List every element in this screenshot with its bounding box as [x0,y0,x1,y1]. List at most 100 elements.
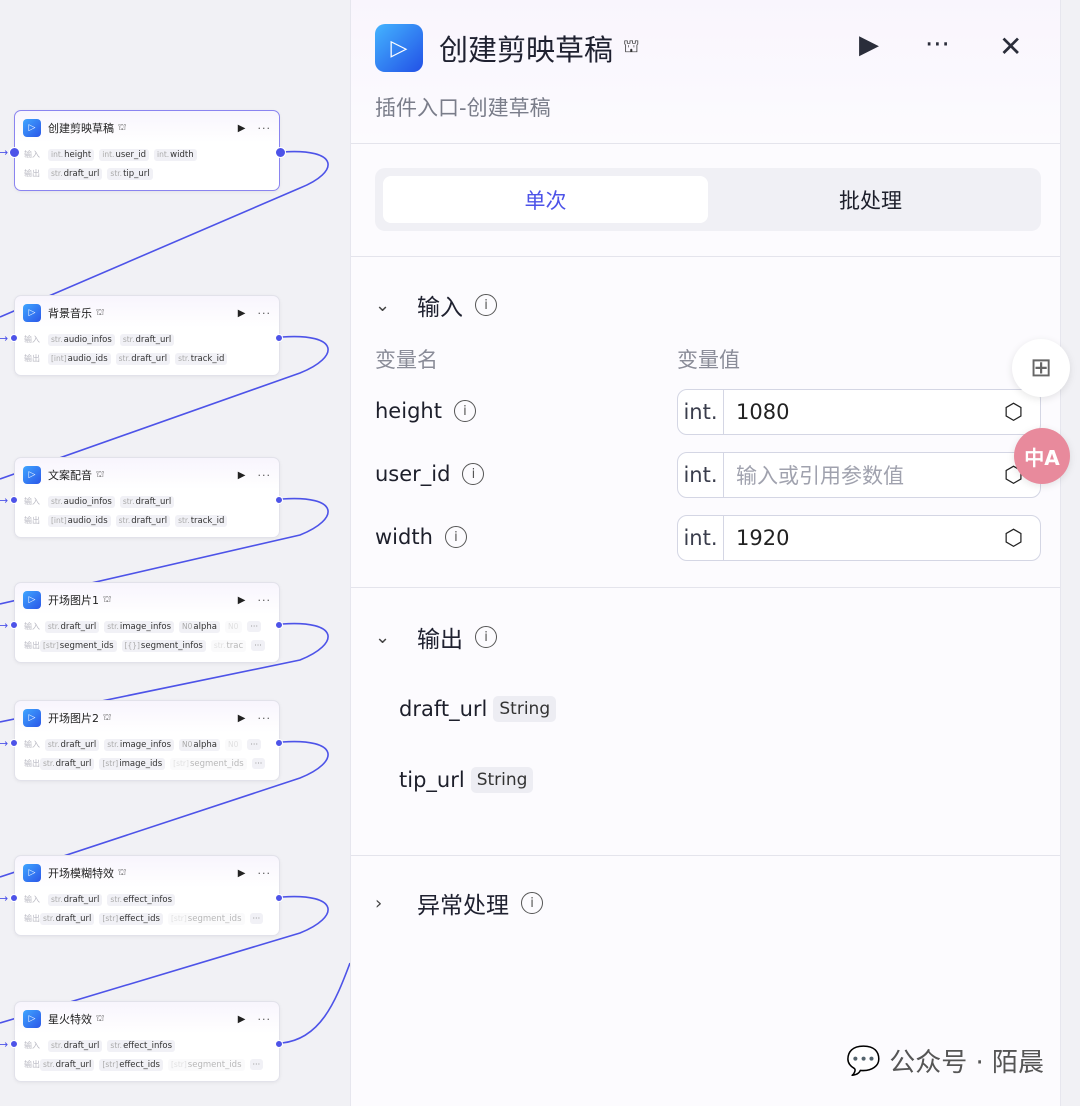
run-node-button[interactable]: ▶ [237,1013,246,1025]
plugin-store-icon: ⛫ [118,122,127,133]
connection-wire [0,622,329,723]
run-node-button[interactable]: ▶ [237,867,246,879]
connection-wire [0,497,329,605]
value-text[interactable]: 1920 [736,526,790,550]
run-node-button[interactable]: ▶ [237,122,246,134]
more-params-button[interactable]: ··· [249,1059,264,1070]
plugin-logo-icon: ▷ [23,1010,41,1028]
output-port[interactable] [275,621,283,629]
more-params-button[interactable]: ··· [251,640,265,651]
type-label: int. [678,453,724,497]
reference-variable-icon[interactable]: ⬡ [1004,525,1024,551]
info-icon[interactable]: i [521,892,543,914]
run-node-button[interactable]: ▶ [237,594,246,606]
input-port[interactable] [10,334,18,342]
type-label: int. [678,390,724,434]
apps-sparkle-icon[interactable]: ⊞ [1012,339,1070,397]
plugin-logo-icon: ▷ [23,591,41,609]
output-type-badge: String [493,696,557,722]
run-button[interactable]: ▶ [859,30,879,60]
param-tag: str.audio_infos [48,333,115,346]
arrow-in-icon: → [0,737,9,750]
param-tag: str.tip_url [107,167,153,180]
info-icon[interactable]: i [475,626,497,648]
connection-wire [0,335,329,480]
reference-variable-icon[interactable]: ⬡ [1004,399,1024,425]
more-params-button[interactable]: ··· [251,758,266,769]
output-section-title: 输出 [417,627,463,653]
node-more-button[interactable]: ··· [257,711,271,725]
param-tag: str.draft_url [115,514,171,527]
tab-batch[interactable]: 批处理 [839,188,902,213]
output-port[interactable] [275,147,286,158]
plugin-store-icon: ⛫ [96,1013,105,1024]
output-port[interactable] [275,1040,283,1048]
output-port[interactable] [275,894,283,902]
info-icon[interactable]: i [444,526,467,548]
output-port[interactable] [275,496,283,504]
output-port[interactable] [275,739,283,747]
more-params-button[interactable]: ··· [247,739,261,750]
error-handling-toggle[interactable]: › 异常处理 i [375,886,543,920]
run-node-button[interactable]: ▶ [237,712,246,724]
more-params-button[interactable]: ··· [247,621,261,632]
input-label: 输入 [24,740,40,749]
variable-value-input[interactable]: int. 1080 ⬡ [677,389,1041,435]
node-title: 创建剪映草稿 [48,122,114,135]
node-more-button[interactable]: ··· [257,468,271,482]
output-section-toggle[interactable]: ⌄ 输出 i [375,620,497,654]
output-type-badge: String [470,767,534,793]
arrow-in-icon: → [0,494,9,507]
info-icon[interactable]: i [475,294,497,316]
node-detail-panel: ▷ 创建剪映草稿 ⛫ ▶ ··· ✕ 插件入口-创建草稿 单次 批处理 ⌄ 输入… [350,0,1061,1106]
node-more-button[interactable]: ··· [257,1012,271,1026]
node-more-button[interactable]: ··· [257,306,271,320]
input-port[interactable] [9,147,20,158]
param-tag: str.draft_url [48,1039,103,1052]
param-tag: [str]image_ids [99,757,166,770]
column-header-value: 变量值 [677,348,740,372]
more-params-button[interactable]: ··· [249,913,264,924]
more-options-button[interactable]: ··· [925,30,950,60]
input-label: 输入 [24,497,40,506]
run-node-button[interactable]: ▶ [237,469,246,481]
output-port[interactable] [275,334,283,342]
variable-value-input[interactable]: int.1920⬡ [677,515,1041,561]
info-icon[interactable]: i [453,400,476,422]
arrow-in-icon: → [0,332,9,345]
node-more-button[interactable]: ··· [257,866,271,880]
node-title: 开场模糊特效 [48,867,114,880]
input-port[interactable] [10,621,18,629]
output-label: 输出 [24,914,40,923]
translate-icon[interactable]: 中A [1014,428,1070,484]
run-node-button[interactable]: ▶ [237,307,246,319]
value-text[interactable]: 输入或引用参数值 [736,464,904,488]
plugin-store-icon[interactable]: ⛫ [623,36,640,57]
info-icon[interactable]: i [462,463,485,485]
close-icon[interactable]: ✕ [999,30,1023,63]
input-port[interactable] [10,894,18,902]
input-port[interactable] [10,496,18,504]
param-tag: str.draft_url [44,620,100,633]
tab-single[interactable]: 单次 [383,176,708,223]
panel-header [351,0,1060,144]
input-label: 输入 [24,1041,40,1050]
node-more-button[interactable]: ··· [257,593,271,607]
plugin-logo-icon: ▷ [23,709,41,727]
node-more-button[interactable]: ··· [257,121,271,135]
input-port[interactable] [10,1040,18,1048]
input-port[interactable] [10,739,18,747]
value-text[interactable]: 1080 [736,400,790,424]
variable-value-input[interactable]: int.输入或引用参数值⬡ [677,452,1041,498]
connection-wire [0,150,329,318]
input-section-toggle[interactable]: ⌄ 输入 i [375,288,497,322]
